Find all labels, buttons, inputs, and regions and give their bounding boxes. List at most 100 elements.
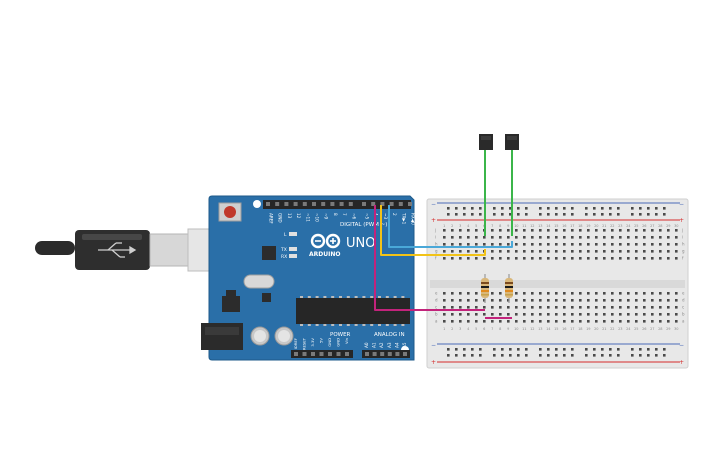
breadboard-hole[interactable] (635, 229, 638, 232)
digital-header[interactable] (263, 200, 411, 209)
digital-pin-hole[interactable] (362, 202, 366, 206)
rail-hole[interactable] (517, 213, 520, 216)
rail-hole[interactable] (647, 354, 650, 357)
breadboard-hole[interactable] (587, 306, 590, 309)
digital-pin-hole[interactable] (321, 202, 326, 206)
breadboard-hole[interactable] (515, 299, 518, 302)
rail-hole[interactable] (555, 207, 558, 210)
breadboard-hole[interactable] (467, 292, 470, 295)
breadboard-hole[interactable] (451, 306, 454, 309)
breadboard-hole[interactable] (627, 292, 630, 295)
breadboard-hole[interactable] (539, 313, 542, 316)
breadboard-hole[interactable] (619, 243, 622, 246)
rail-hole[interactable] (563, 354, 566, 357)
rail-hole[interactable] (593, 348, 596, 351)
analog-pin-hole[interactable] (403, 352, 407, 356)
breadboard-hole[interactable] (555, 229, 558, 232)
breadboard-hole[interactable] (491, 306, 494, 309)
breadboard-hole[interactable] (555, 257, 558, 260)
breadboard-hole[interactable] (603, 229, 606, 232)
breadboard-hole[interactable] (659, 306, 662, 309)
breadboard-hole[interactable] (675, 250, 678, 253)
digital-pin-hole[interactable] (371, 202, 376, 206)
breadboard-hole[interactable] (467, 236, 470, 239)
breadboard-hole[interactable] (443, 229, 446, 232)
breadboard-hole[interactable] (627, 257, 630, 260)
breadboard-hole[interactable] (651, 243, 654, 246)
breadboard-hole[interactable] (459, 292, 462, 295)
rail-hole[interactable] (571, 213, 574, 216)
breadboard-hole[interactable] (555, 250, 558, 253)
breadboard-hole[interactable] (491, 292, 494, 295)
breadboard-hole[interactable] (459, 236, 462, 239)
rail-hole[interactable] (571, 348, 574, 351)
analog-pin-hole[interactable] (387, 352, 392, 356)
breadboard-hole[interactable] (515, 236, 518, 239)
breadboard-hole[interactable] (547, 306, 550, 309)
breadboard-hole[interactable] (523, 236, 526, 239)
breadboard-hole[interactable] (627, 299, 630, 302)
rail-hole[interactable] (547, 213, 550, 216)
breadboard-hole[interactable] (483, 313, 486, 316)
breadboard-hole[interactable] (611, 320, 614, 323)
breadboard-hole[interactable] (515, 229, 518, 232)
breadboard-hole[interactable] (451, 299, 454, 302)
breadboard-hole[interactable] (603, 292, 606, 295)
breadboard-hole[interactable] (491, 243, 494, 246)
breadboard-hole[interactable] (643, 257, 646, 260)
breadboard-hole[interactable] (443, 306, 446, 309)
digital-pin-hole[interactable] (266, 202, 270, 206)
wire-cyan[interactable] (388, 205, 513, 248)
breadboard-hole[interactable] (667, 236, 670, 239)
breadboard-hole[interactable] (547, 257, 550, 260)
breadboard-hole[interactable] (507, 236, 510, 239)
breadboard-hole[interactable] (467, 299, 470, 302)
breadboard-hole[interactable] (563, 236, 566, 239)
breadboard-hole[interactable] (547, 236, 550, 239)
rail-hole[interactable] (479, 213, 482, 216)
breadboard-hole[interactable] (635, 243, 638, 246)
breadboard-hole[interactable] (595, 236, 598, 239)
breadboard-hole[interactable] (643, 236, 646, 239)
rail-hole[interactable] (501, 354, 504, 357)
breadboard-hole[interactable] (587, 257, 590, 260)
breadboard-hole[interactable] (619, 292, 622, 295)
rail-hole[interactable] (655, 348, 658, 351)
breadboard-hole[interactable] (579, 250, 582, 253)
breadboard-hole[interactable] (531, 299, 534, 302)
breadboard-hole[interactable] (651, 299, 654, 302)
wire-yellow[interactable] (380, 205, 486, 256)
breadboard-hole[interactable] (643, 299, 646, 302)
digital-pin-hole[interactable] (275, 202, 280, 206)
breadboard-hole[interactable] (643, 313, 646, 316)
digital-pin-hole[interactable] (348, 202, 353, 206)
breadboard-hole[interactable] (667, 257, 670, 260)
breadboard-hole[interactable] (667, 292, 670, 295)
breadboard-hole[interactable] (571, 320, 574, 323)
breadboard-hole[interactable] (627, 320, 630, 323)
breadboard-hole[interactable] (467, 257, 470, 260)
breadboard-hole[interactable] (491, 257, 494, 260)
rail-hole[interactable] (539, 354, 542, 357)
breadboard-hole[interactable] (491, 320, 494, 323)
rail-hole[interactable] (493, 354, 496, 357)
breadboard-hole[interactable] (523, 229, 526, 232)
breadboard-hole[interactable] (587, 250, 590, 253)
breadboard-hole[interactable] (483, 257, 486, 260)
rail-hole[interactable] (593, 207, 596, 210)
breadboard-hole[interactable] (531, 236, 534, 239)
rail-hole[interactable] (601, 354, 604, 357)
breadboard-hole[interactable] (611, 299, 614, 302)
rail-hole[interactable] (509, 213, 512, 216)
breadboard-hole[interactable] (531, 243, 534, 246)
breadboard-hole[interactable] (555, 320, 558, 323)
breadboard-hole[interactable] (611, 250, 614, 253)
breadboard-hole[interactable] (667, 229, 670, 232)
breadboard-hole[interactable] (587, 292, 590, 295)
rail-hole[interactable] (517, 354, 520, 357)
rail-hole[interactable] (525, 213, 528, 216)
breadboard-hole[interactable] (619, 299, 622, 302)
breadboard-hole[interactable] (483, 306, 486, 309)
breadboard-hole[interactable] (443, 299, 446, 302)
breadboard-hole[interactable] (579, 299, 582, 302)
